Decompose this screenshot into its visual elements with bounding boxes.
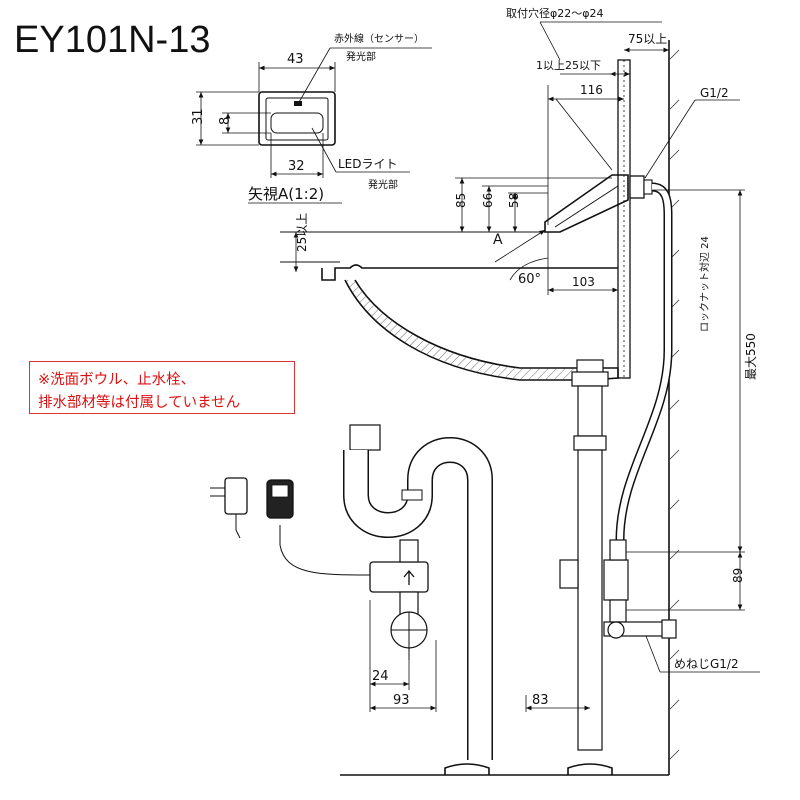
dim-angle: 60° bbox=[518, 272, 541, 287]
dim-rim-min: 25以上 bbox=[295, 213, 309, 252]
p-trap bbox=[343, 424, 493, 775]
counter-panel bbox=[280, 59, 631, 379]
dim-locknut: ロックナット対辺 24 bbox=[698, 236, 711, 332]
faucet-spout bbox=[544, 174, 653, 233]
wall bbox=[340, 40, 680, 776]
dim-max-550: 最大550 bbox=[744, 333, 758, 380]
dim-31: 31 bbox=[191, 108, 206, 125]
dim-66: 66 bbox=[481, 193, 495, 208]
dimensions: 取付穴径φ22～φ24 1以上25以下 75以上 116 G1/2 85 66 … bbox=[293, 6, 760, 712]
sensor-face bbox=[265, 97, 329, 141]
note-box: ※洗面ボウル、止水栓、 排水部材等は付属していません bbox=[29, 361, 295, 414]
dim-thread: G1/2 bbox=[700, 86, 729, 100]
led-window bbox=[270, 112, 324, 134]
dim-58: 58 bbox=[507, 193, 521, 208]
dim-103: 103 bbox=[572, 275, 595, 289]
dim-24: 24 bbox=[372, 669, 389, 684]
note-line-2: 排水部材等は付属していません bbox=[38, 395, 241, 411]
dim-thickness: 1以上25以下 bbox=[536, 59, 601, 72]
dim-spout-reach: 116 bbox=[580, 83, 603, 97]
led-emitter-label: 発光部 bbox=[368, 178, 398, 191]
view-a-label: 矢視A(1:2) bbox=[248, 185, 324, 203]
control-unit bbox=[279, 525, 429, 660]
dim-female-thread: めねじG1/2 bbox=[674, 657, 739, 671]
note-line-1: ※洗面ボウル、止水栓、 bbox=[38, 372, 196, 388]
wash-bowl bbox=[321, 264, 619, 381]
dim-hole-dia: 取付穴径φ22～φ24 bbox=[506, 6, 604, 20]
ac-adapter bbox=[210, 477, 248, 539]
sensor-housing-outline bbox=[258, 91, 336, 146]
drain-assembly bbox=[559, 359, 677, 775]
dim-32: 32 bbox=[288, 159, 305, 174]
sensor-unit bbox=[266, 479, 294, 519]
dim-8: 8 bbox=[218, 117, 233, 125]
supply-hose bbox=[615, 182, 673, 541]
arrow-a-label: A bbox=[493, 232, 503, 248]
dim-83: 83 bbox=[532, 693, 549, 708]
view-a-detail: 43 31 8 32 赤外線（センサー） 発光部 LEDライト 発光部 矢視A(… bbox=[191, 32, 432, 204]
sensor-label: 赤外線（センサー） bbox=[334, 32, 424, 45]
dim-43: 43 bbox=[287, 52, 304, 67]
dim-wall-min: 75以上 bbox=[628, 32, 667, 46]
product-code: EY101N-13 bbox=[14, 19, 210, 61]
dim-89: 89 bbox=[731, 568, 745, 583]
led-light-label: LEDライト bbox=[338, 157, 398, 171]
dim-85: 85 bbox=[454, 193, 468, 208]
dim-93: 93 bbox=[393, 693, 410, 708]
sensor-emitter-label: 発光部 bbox=[346, 50, 376, 63]
